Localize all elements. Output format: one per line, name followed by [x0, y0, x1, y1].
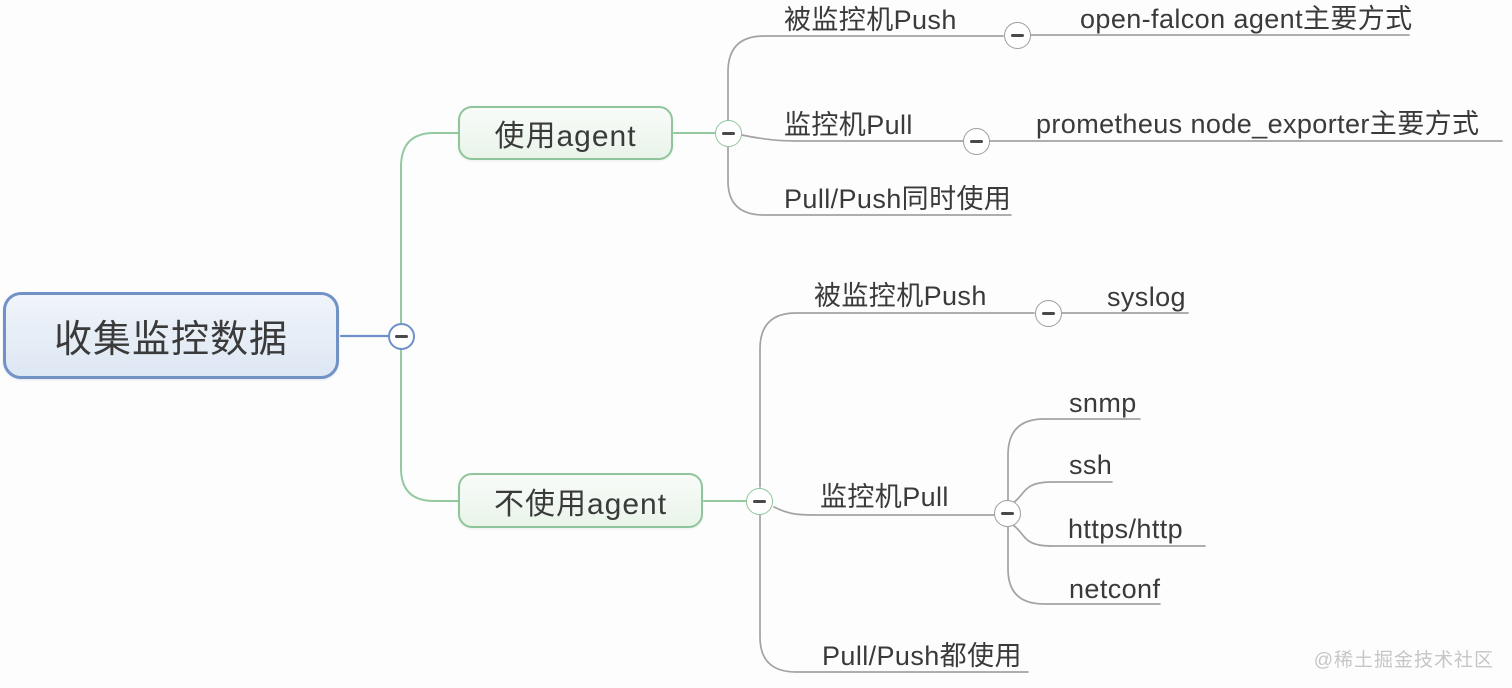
connector-pull-netconf [1007, 526, 1161, 605]
leaf-ssh[interactable]: ssh [1069, 450, 1113, 480]
subtopic-noagent-push[interactable]: 被监控机Push [814, 281, 987, 311]
connector-agent-pullpush [727, 145, 1012, 216]
watermark: @稀土掘金技术社区 [1313, 650, 1494, 671]
root-topic[interactable]: 收集监控数据 [3, 292, 339, 379]
connector-noagent-pull [773, 506, 995, 516]
minus-icon [395, 335, 408, 338]
connector-trunk-noagent [400, 349, 459, 502]
subtopic-noagent-pullpush[interactable]: Pull/Push都使用 [822, 641, 1022, 671]
collapse-toggle-use-agent[interactable] [715, 120, 742, 147]
minus-icon [1001, 512, 1014, 515]
branch-topic-label: 不使用agent [493, 487, 668, 521]
connector-noagent-push [759, 312, 1035, 488]
collapse-toggle-no-agent[interactable] [746, 488, 773, 515]
minus-icon [1011, 34, 1024, 37]
leaf-snmp[interactable]: snmp [1069, 388, 1137, 418]
subtopic-agent-push[interactable]: 被监控机Push [784, 5, 957, 35]
connector-pull-snmp [1007, 418, 1141, 501]
connector-trunk-agent [400, 132, 459, 324]
connector-noagent-pullpush [759, 514, 1029, 673]
connector-agent-pull [741, 134, 964, 142]
leaf-prometheus[interactable]: prometheus node_exporter主要方式 [1036, 109, 1480, 139]
collapse-toggle-agent-push[interactable] [1004, 22, 1031, 49]
collapse-toggle-root[interactable] [388, 323, 415, 350]
collapse-toggle-agent-pull[interactable] [963, 128, 990, 155]
leaf-syslog[interactable]: syslog [1107, 282, 1186, 312]
minus-icon [1042, 312, 1055, 315]
subtopic-agent-pull[interactable]: 监控机Pull [784, 110, 913, 140]
minus-icon [722, 132, 735, 135]
minus-icon [753, 500, 766, 503]
branch-topic-label: 使用agent [494, 120, 637, 153]
subtopic-agent-pullpush[interactable]: Pull/Push同时使用 [784, 184, 1012, 214]
branch-topic-use-agent[interactable]: 使用agent [458, 106, 673, 160]
branch-topic-no-agent[interactable]: 不使用agent [458, 473, 703, 528]
root-topic-label: 收集监控数据 [53, 319, 288, 361]
connector-agent-push [727, 35, 1004, 121]
leaf-open-falcon[interactable]: open-falcon agent主要方式 [1080, 4, 1413, 34]
leaf-netconf[interactable]: netconf [1069, 574, 1161, 604]
connector-pull-https [1012, 524, 1206, 547]
subtopic-noagent-pull[interactable]: 监控机Pull [820, 482, 949, 512]
collapse-toggle-noagent-push[interactable] [1035, 300, 1062, 327]
minus-icon [970, 140, 983, 143]
leaf-https-http[interactable]: https/http [1068, 514, 1184, 544]
connector-pull-ssh [1012, 481, 1113, 504]
collapse-toggle-noagent-pull[interactable] [994, 500, 1021, 527]
